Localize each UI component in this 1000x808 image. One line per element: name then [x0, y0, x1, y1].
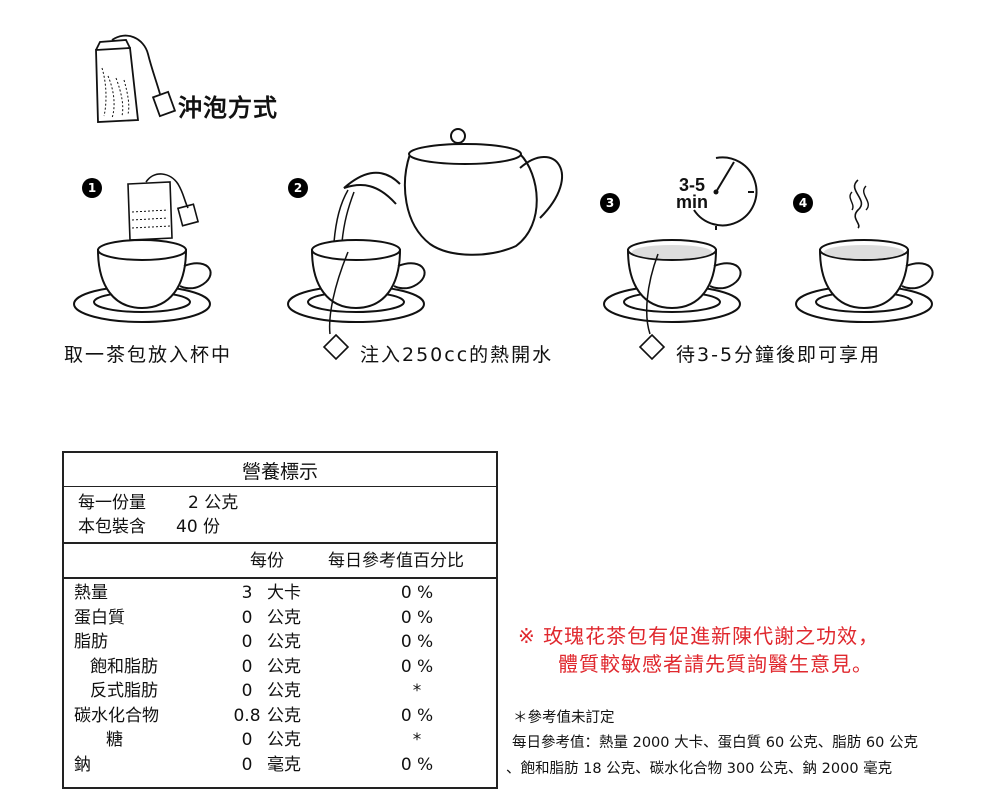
nutrient-unit: 公克 [267, 681, 301, 701]
teapot-icon [333, 128, 563, 256]
step-3-badge: 3 [600, 193, 620, 213]
step-2-badge: 2 [288, 178, 308, 198]
nutrient-unit: 公克 [267, 705, 301, 726]
nutrient-daily-pct: * [412, 681, 422, 701]
tea-bag-icon [95, 34, 177, 123]
servings-label: 本包裝含 [78, 517, 146, 537]
nutrient-daily-pct: 0 % [400, 632, 434, 652]
nutrition-title: 營養標示 [241, 461, 318, 483]
cup-icon [795, 239, 934, 323]
nutrient-name: 糖 [106, 730, 123, 750]
nutrient-amount: 0 [241, 754, 253, 775]
nutrient-unit: 毫克 [267, 754, 301, 775]
timer-label: 3-5 min [670, 175, 714, 212]
nutrient-amount: 0 [241, 607, 253, 628]
nutrient-unit: 公克 [267, 730, 301, 750]
nutrient-amount: 0 [241, 632, 253, 652]
nutrient-name: 反式脂肪 [90, 681, 158, 701]
page-title: 沖泡方式 [178, 94, 278, 122]
nutrient-name: 飽和脂肪 [90, 656, 158, 677]
nutrient-unit: 大卡 [267, 583, 301, 603]
step-3-label: 待3-5分鐘後即可享用 [676, 344, 882, 366]
nutrient-name: 鈉 [74, 754, 91, 775]
serving-size-label: 每一份量 [78, 493, 146, 513]
nutrient-name: 脂肪 [74, 632, 108, 652]
step-2-label: 注入250cc的熱開水 [360, 344, 554, 366]
cup-icon [73, 239, 212, 323]
reference-line1: 每日參考值：熱量 2000 大卡、蛋白質 60 公克、脂肪 60 公克 [512, 735, 918, 751]
nutrient-amount: 3 [241, 583, 253, 603]
serving-size-value: 2 公克 [188, 493, 239, 513]
health-note-line2: 體質較敏感者請先質詢醫生意見。 [558, 652, 873, 676]
nutrient-daily-pct: 0 % [400, 583, 434, 603]
nutrient-daily-pct: 0 % [400, 607, 434, 628]
reference-line2: 、飽和脂肪 18 公克、碳水化合物 300 公克、鈉 2000 毫克 [506, 761, 893, 777]
nutrient-daily-pct: 0 % [400, 656, 434, 677]
nutrient-daily-pct: 0 % [400, 754, 434, 775]
timer-icon [693, 156, 758, 230]
nutrient-amount: 0.8 [233, 705, 261, 726]
cup-icon [603, 239, 742, 335]
steam-icon [849, 179, 869, 229]
nutrient-unit: 公克 [267, 632, 301, 652]
nutrient-daily-pct: 0 % [400, 705, 434, 726]
nutrient-name: 蛋白質 [74, 607, 125, 628]
tea-bag-icon [127, 173, 200, 241]
step-4-badge: 4 [793, 193, 813, 213]
nutrient-name: 熱量 [74, 583, 108, 603]
cup-icon [287, 239, 426, 335]
nutrient-unit: 公克 [267, 656, 301, 677]
nutrient-unit: 公克 [267, 607, 301, 628]
nutrient-name: 碳水化合物 [74, 705, 159, 726]
nutrient-amount: 0 [241, 681, 253, 701]
tea-tag-icon [322, 333, 350, 361]
health-note-line1: ※ 玫瑰花茶包有促進新陳代謝之功效， [518, 624, 880, 648]
timer-minutes: 3-5 [678, 175, 705, 195]
nutrient-amount: 0 [241, 656, 253, 677]
servings-value: 40 份 [176, 517, 221, 537]
col-daily-pct: 每日參考值百分比 [328, 551, 464, 571]
col-per-serving: 每份 [250, 551, 284, 571]
step-1-label: 取一茶包放入杯中 [64, 344, 233, 366]
nutrient-daily-pct: * [412, 730, 422, 750]
nutrient-amount: 0 [241, 730, 253, 750]
timer-unit: min [675, 192, 708, 212]
tea-tag-icon [638, 333, 666, 361]
nutrition-table: 營養標示 每一份量 2 公克 本包裝含 40 份 每份 每日參考值百分比 熱量 3… [62, 451, 498, 789]
asterisk-note: ＊參考值未訂定 [513, 710, 615, 726]
step-1-badge: 1 [82, 178, 102, 198]
